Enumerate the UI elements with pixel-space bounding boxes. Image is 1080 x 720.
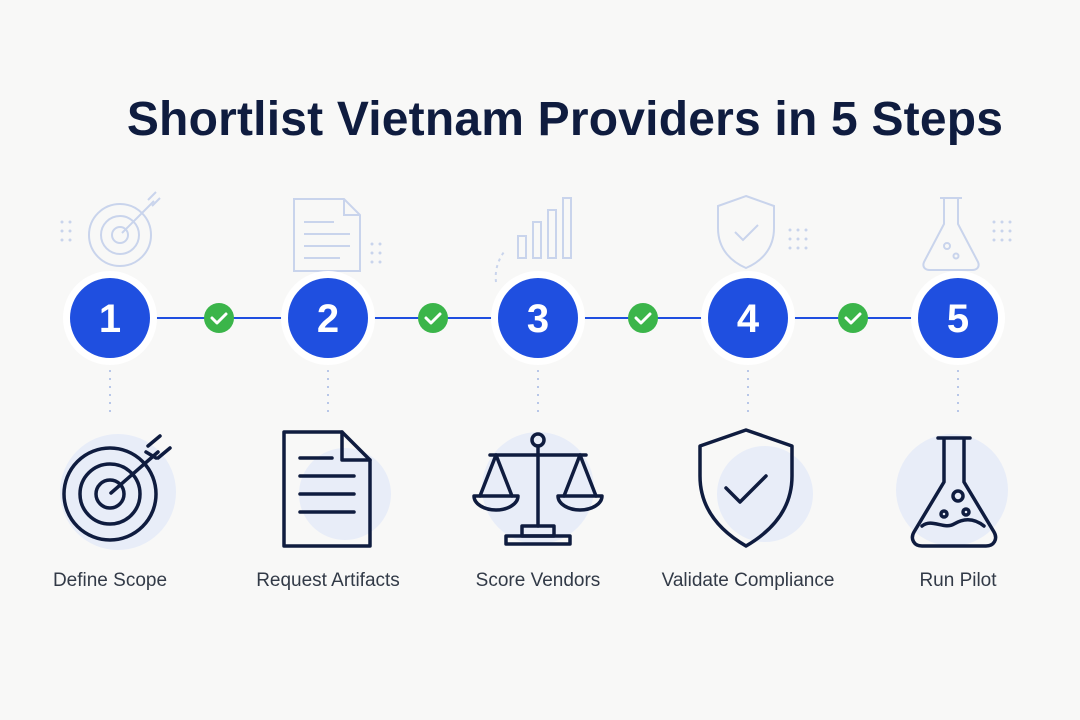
check-icon: [204, 303, 234, 333]
target-icon: [60, 434, 176, 550]
step-circle-5: 5: [911, 271, 1005, 365]
scale-icon: [472, 432, 604, 546]
step-circle-4: 4: [701, 271, 795, 365]
check-icon: [418, 303, 448, 333]
step-number-1: 1: [99, 297, 121, 341]
check-icon: [628, 303, 658, 333]
step-number-2: 2: [317, 297, 339, 341]
faint-flask-icon: [922, 197, 1012, 271]
faint-document-icon: [293, 198, 382, 272]
step-label-request-artifacts: Request Artifacts: [256, 570, 400, 591]
faint-target-icon: [60, 191, 161, 267]
step-label-run-pilot: Run Pilot: [919, 570, 997, 591]
step-circle-1: 1: [63, 271, 157, 365]
step-circle-2: 2: [281, 271, 375, 365]
document-icon: [282, 430, 391, 548]
step-label-score-vendors: Score Vendors: [475, 570, 601, 591]
faint-bar-chart-icon: [494, 197, 572, 283]
step-label-define-scope: Define Scope: [52, 570, 168, 591]
step-number-4: 4: [737, 297, 760, 341]
faint-shield-icon: [717, 194, 808, 270]
page-title: Shortlist Vietnam Providers in 5 Steps: [126, 93, 1004, 146]
shield-check-icon: [698, 428, 813, 548]
check-icon: [838, 303, 868, 333]
step-number-5: 5: [947, 297, 969, 341]
flask-icon: [896, 434, 1008, 548]
step-number-3: 3: [527, 297, 549, 341]
step-circle-3: 3: [491, 271, 585, 365]
step-label-validate-compliance: Validate Compliance: [661, 570, 835, 591]
